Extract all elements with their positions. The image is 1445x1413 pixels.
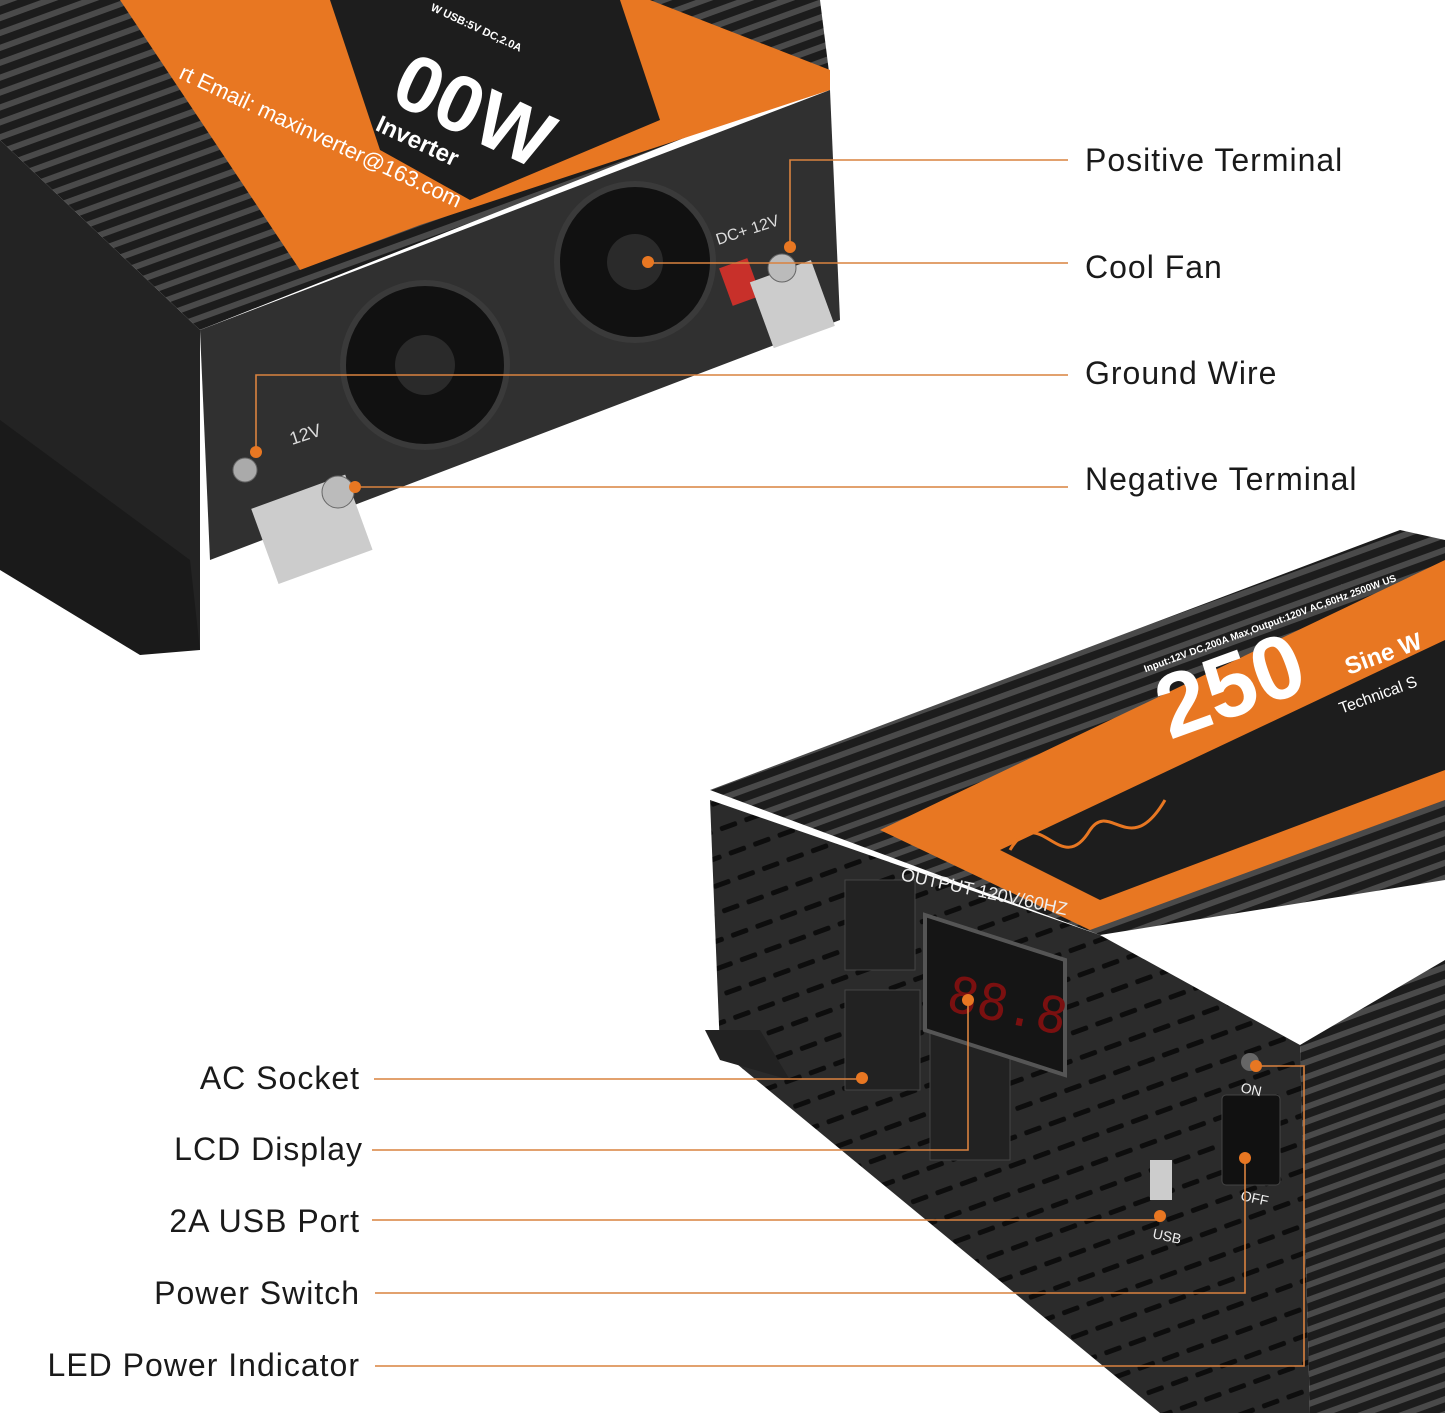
ac-socket bbox=[844, 879, 916, 971]
ac-socket bbox=[844, 989, 921, 1091]
callout-lcd-display: LCD Display bbox=[174, 1131, 363, 1167]
inverter-rear-view: W USB:5V DC,2.0A 00W Inverter rt Email: … bbox=[0, 0, 840, 655]
leader-power-switch bbox=[375, 1158, 1246, 1294]
callout-usb-port: 2A USB Port bbox=[169, 1203, 360, 1239]
leader-lcd-display bbox=[372, 1000, 969, 1151]
callout-led-power-indicator: LED Power Indicator bbox=[47, 1347, 360, 1383]
leader-led-indicator bbox=[375, 1065, 1305, 1367]
leader-ground-wire bbox=[255, 374, 1068, 452]
callout-power-switch: Power Switch bbox=[154, 1275, 360, 1311]
on-label: ON bbox=[1239, 1079, 1263, 1099]
usb-port bbox=[1150, 1160, 1172, 1200]
callout-cool-fan: Cool Fan bbox=[1085, 249, 1223, 285]
callout-positive-terminal: Positive Terminal bbox=[1085, 142, 1344, 178]
usb-label: USB bbox=[1151, 1225, 1182, 1247]
callout-ac-socket: AC Socket bbox=[199, 1060, 360, 1096]
power-switch bbox=[1221, 1094, 1281, 1186]
callout-dots bbox=[250, 241, 1262, 1222]
callout-ground-wire: Ground Wire bbox=[1085, 355, 1278, 391]
leader-lines bbox=[255, 159, 1305, 1367]
callout-negative-terminal: Negative Terminal bbox=[1085, 461, 1358, 497]
leader-positive-terminal bbox=[789, 159, 1068, 247]
inverter-front-view: 88.8 Input:12V DC,200A Max,Output:120V A… bbox=[705, 530, 1445, 1413]
off-label: OFF bbox=[1239, 1187, 1270, 1208]
